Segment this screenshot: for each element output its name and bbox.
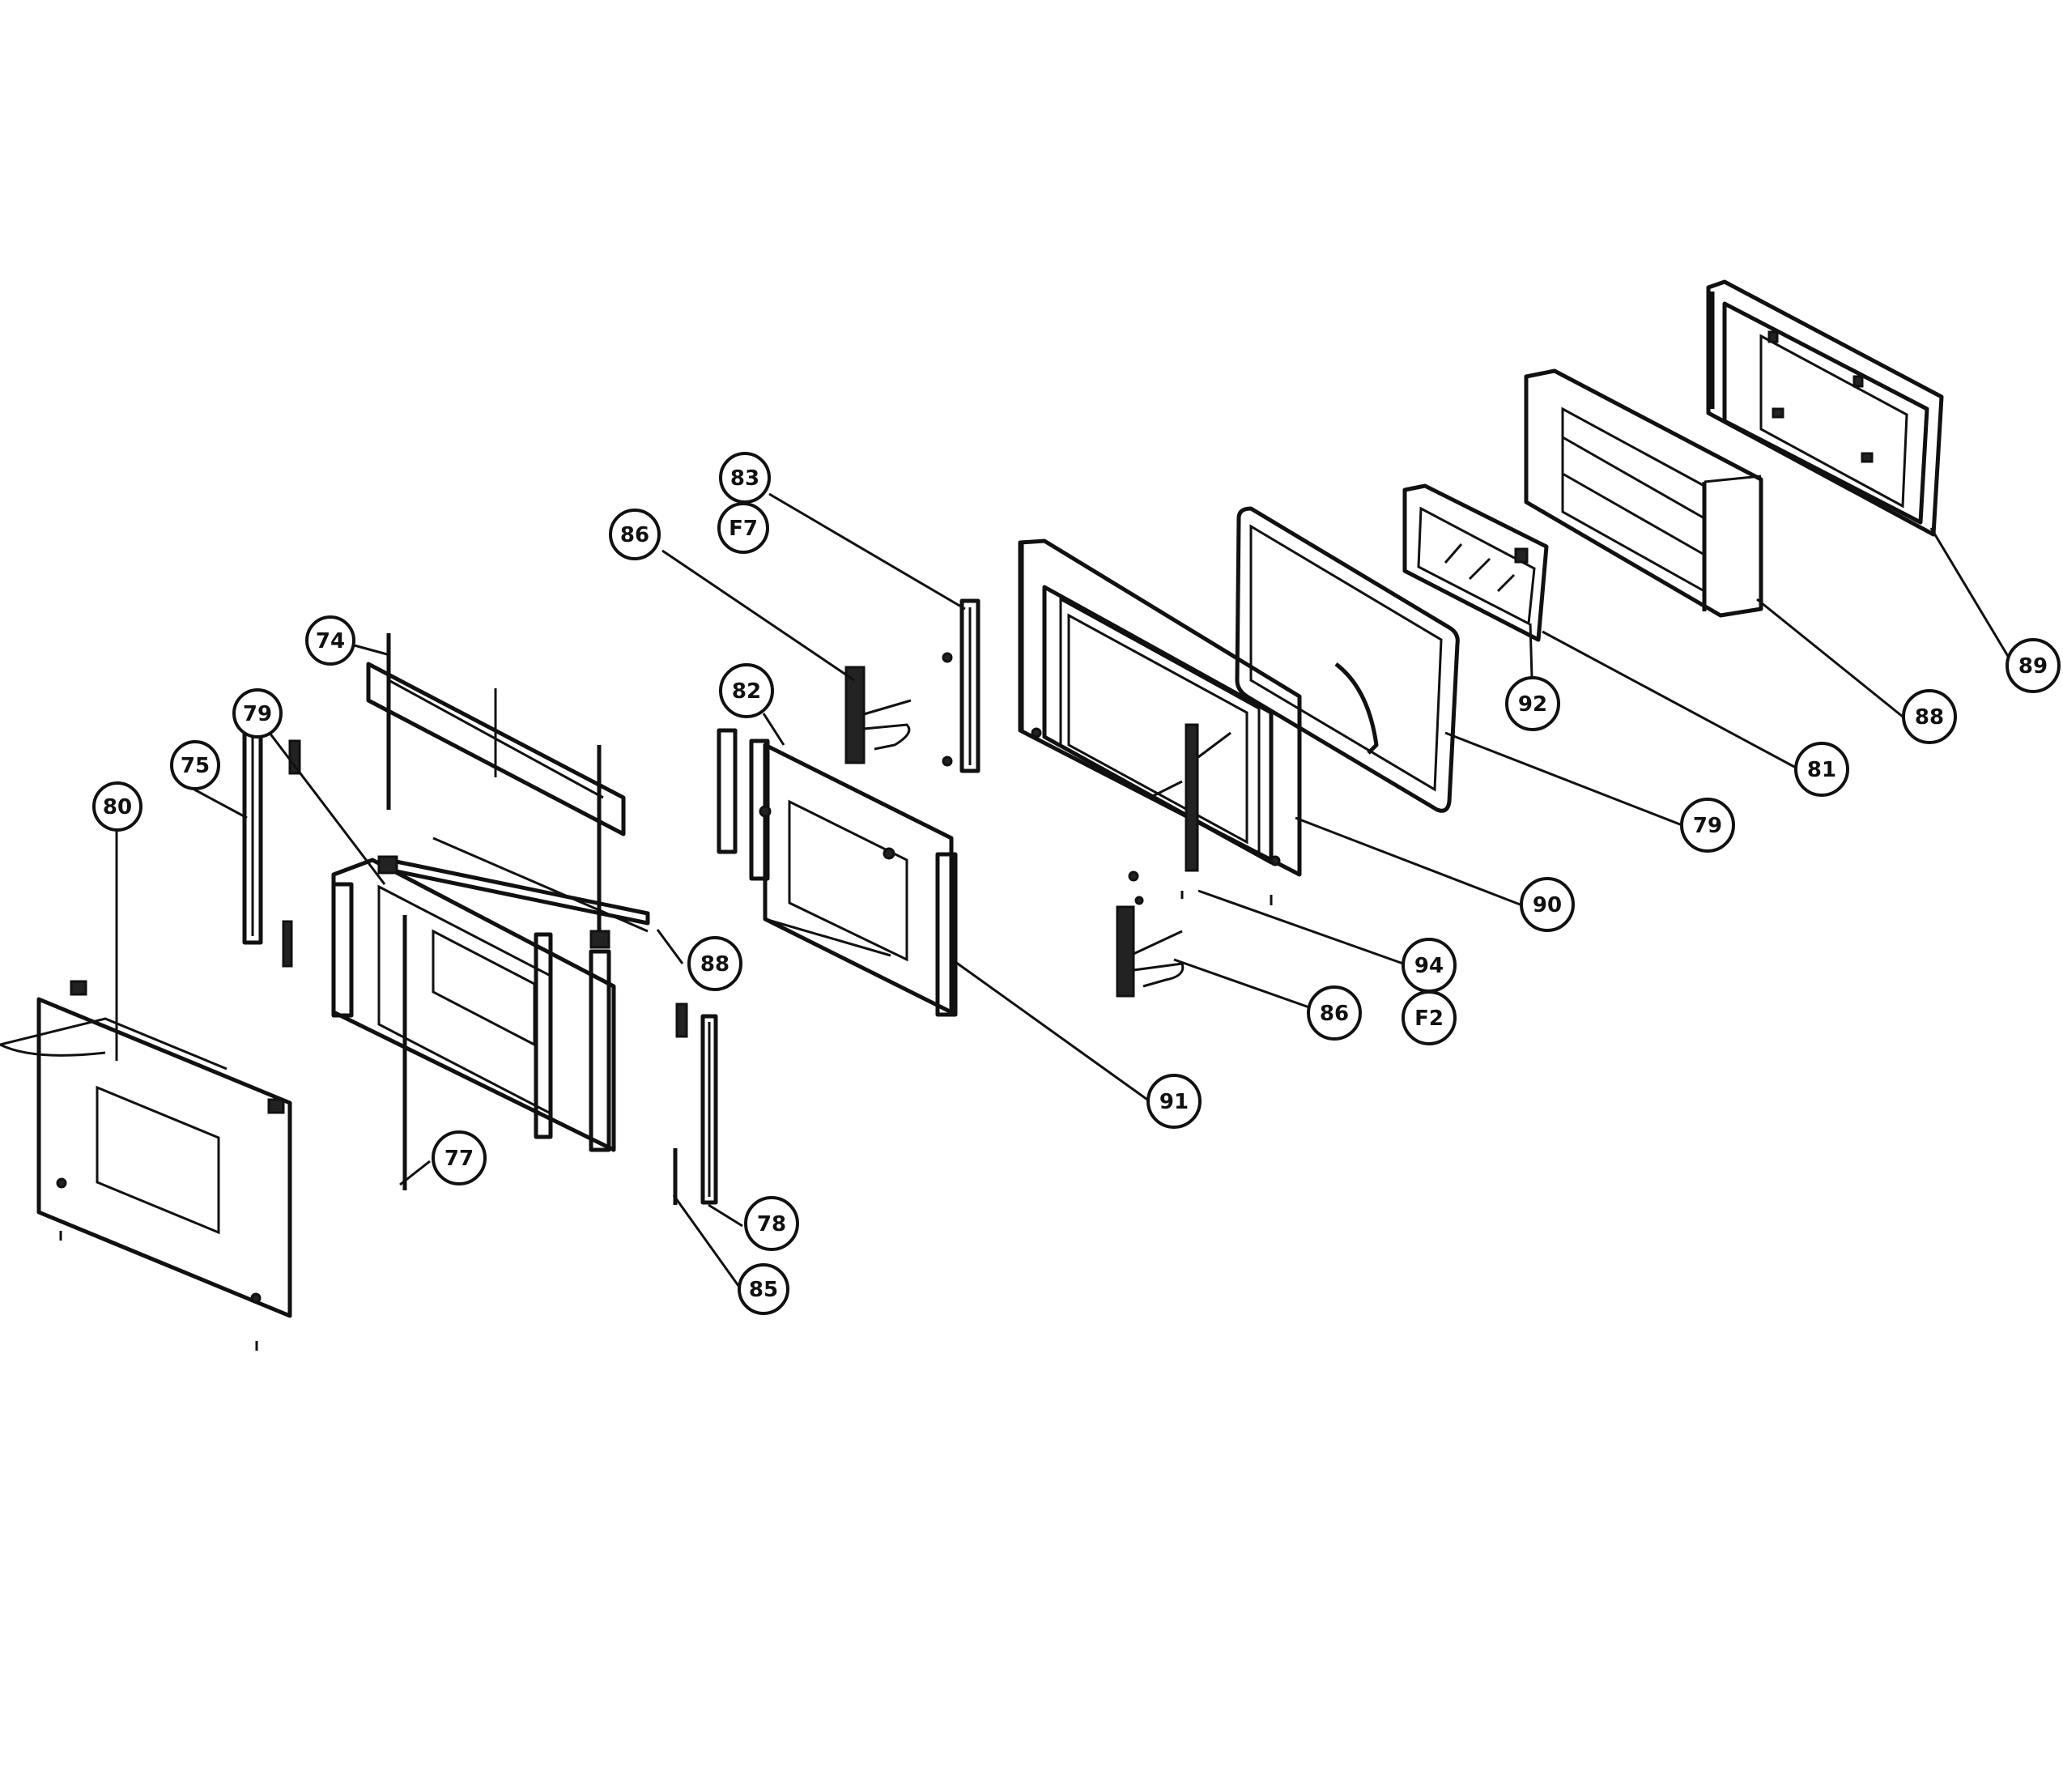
callout-78-label: 78 bbox=[757, 1212, 786, 1237]
callout-88-right-label: 88 bbox=[1915, 705, 1944, 730]
callout-79-left: 79 bbox=[232, 688, 283, 739]
callout-88-left: 88 bbox=[687, 936, 742, 991]
callout-79-right-label: 79 bbox=[1693, 814, 1722, 838]
part-92-window-frame bbox=[1402, 483, 1549, 642]
callout-92-label: 92 bbox=[1518, 692, 1547, 717]
callout-79-right: 79 bbox=[1680, 798, 1735, 853]
callout-80: 80 bbox=[92, 781, 142, 832]
part-82-glass-pack-frame bbox=[717, 728, 958, 1017]
callout-f7-label: F7 bbox=[729, 517, 758, 541]
callout-89-label: 89 bbox=[2018, 654, 2048, 679]
callout-94-label: 94 bbox=[1414, 954, 1444, 978]
part-81-outer-frame bbox=[1524, 368, 1763, 618]
callout-91: 91 bbox=[1146, 1074, 1202, 1129]
callout-92: 92 bbox=[1505, 676, 1560, 731]
callout-90: 90 bbox=[1520, 877, 1575, 932]
callout-85-label: 85 bbox=[749, 1278, 778, 1302]
callout-83: 83 bbox=[719, 452, 771, 504]
callout-88-right: 88 bbox=[1902, 689, 1957, 744]
callout-f7: F7 bbox=[717, 502, 769, 554]
callout-79-left-label: 79 bbox=[243, 702, 272, 726]
callout-75: 75 bbox=[170, 740, 220, 790]
part-79-door-gasket bbox=[1235, 506, 1460, 813]
part-77-inner-door-frame bbox=[331, 836, 650, 1190]
callout-81: 81 bbox=[1794, 742, 1849, 797]
callout-75-label: 75 bbox=[181, 754, 210, 778]
callout-86-lower-label: 86 bbox=[1320, 1002, 1349, 1026]
part-75-side-rail bbox=[242, 712, 301, 968]
callout-86-upper-label: 86 bbox=[620, 523, 649, 547]
callout-94: 94 bbox=[1402, 938, 1457, 993]
callout-f2: F2 bbox=[1402, 990, 1457, 1045]
callout-83-label: 83 bbox=[730, 466, 759, 491]
part-78-side-rail bbox=[675, 1002, 718, 1205]
callout-f2-label: F2 bbox=[1414, 1007, 1444, 1031]
callout-74-label: 74 bbox=[316, 629, 345, 653]
callout-80-label: 80 bbox=[103, 795, 132, 819]
callout-82-label: 82 bbox=[732, 679, 761, 704]
part-74-top-bracket bbox=[366, 633, 626, 931]
callout-77-label: 77 bbox=[445, 1147, 474, 1171]
callout-86-upper: 86 bbox=[609, 509, 661, 560]
callout-85: 85 bbox=[738, 1263, 789, 1315]
callout-77: 77 bbox=[432, 1130, 487, 1185]
part-83-hinge-rail bbox=[942, 598, 980, 773]
callout-90-label: 90 bbox=[1533, 893, 1562, 917]
callout-89: 89 bbox=[2006, 638, 2061, 693]
callout-82: 82 bbox=[719, 663, 774, 718]
part-80-outer-door-panel bbox=[0, 980, 292, 1351]
callout-81-label: 81 bbox=[1807, 758, 1836, 782]
part-90-door-liner bbox=[1018, 538, 1302, 905]
leader-lines bbox=[115, 492, 2015, 1290]
callout-74: 74 bbox=[305, 615, 355, 666]
part-86-hinge-lower bbox=[1116, 896, 1185, 998]
callout-91-label: 91 bbox=[1159, 1090, 1189, 1114]
part-86-hinge-upper bbox=[844, 666, 912, 764]
callout-78: 78 bbox=[744, 1196, 799, 1251]
callout-86-lower: 86 bbox=[1307, 985, 1362, 1041]
part-89-back-panel bbox=[1706, 279, 1944, 537]
callout-88-left-label: 88 bbox=[700, 952, 729, 977]
part-94-screws bbox=[1128, 870, 1184, 899]
